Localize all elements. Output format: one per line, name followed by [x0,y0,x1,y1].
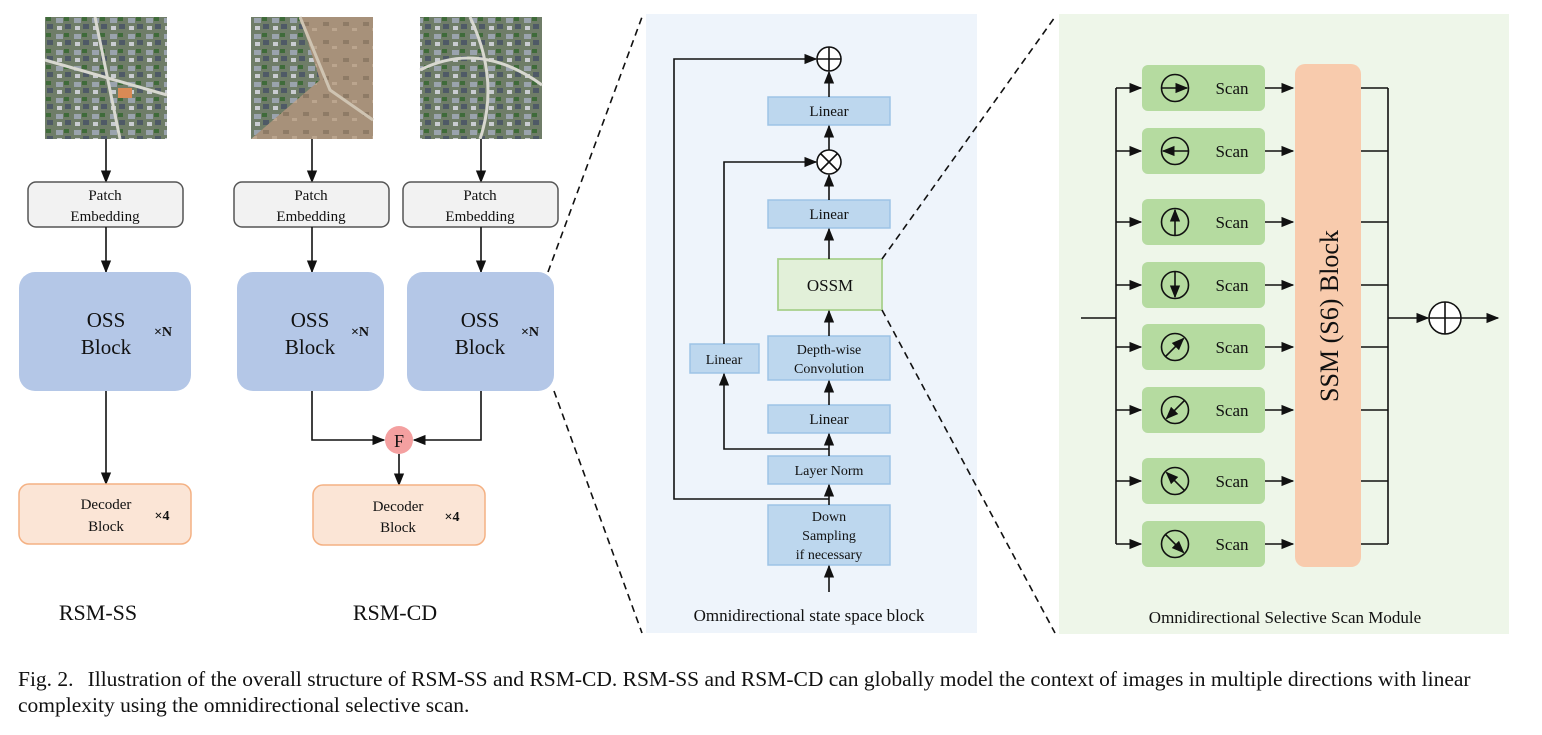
ossm-detail-title: Omnidirectional Selective Scan Module [1149,608,1421,627]
ssm-block [1295,64,1361,567]
scan-right-arrow-icon [1160,73,1190,103]
multiply-operator-icon [816,149,842,175]
figure-caption: Fig. 2.Illustration of the overall struc… [18,666,1528,718]
scan-label: Scan [1215,79,1249,98]
scan-label: Scan [1215,338,1249,357]
scan-box [1142,521,1265,567]
scan-label: Scan [1215,276,1249,295]
oss-block-t2-label-1: OSS [461,308,500,332]
fusion-label: F [394,431,404,451]
oss-block-t1-label-2: Block [285,335,336,359]
patch-embedding-label-2: Embedding [70,209,140,225]
patch-embedding-t2-label-2: Embedding [445,209,515,225]
rsm-ss-label: RSM-SS [59,600,137,625]
linear-side-label: Linear [706,353,743,368]
scan-up-right-arrow-icon [1160,332,1190,362]
oss-detail-title: Omnidirectional state space block [694,606,925,625]
oss-block-t1-label-1: OSS [291,308,330,332]
scan-row-down-right: Scan [1116,521,1388,567]
decoder-block-cd [312,484,486,546]
scan-label: Scan [1215,142,1249,161]
oss-block-t2-label-2: Block [455,335,506,359]
oss-block-detail-panel: Linear Linear OSSM Depth-wise Convolutio… [646,14,977,633]
decoder-block-cd-label-2: Block [380,520,416,536]
scan-box [1142,128,1265,174]
decoder-block-label-1: Decoder [81,497,132,513]
depthwise-label-1: Depth-wise [797,343,862,358]
oss-repeat-label: ×N [154,325,172,340]
decoder-block-label-2: Block [88,519,124,535]
oss-repeat-t2-label: ×N [521,325,539,340]
ossm-label: OSSM [807,276,853,295]
rsm-ss-pipeline: Patch Embedding OSS Block ×N Decoder Blo… [18,16,192,625]
oss-repeat-t1-label: ×N [351,325,369,340]
rsm-cd-pipeline: Patch Embedding Patch Embedding OSS Bloc… [233,16,559,625]
layer-norm-label: Layer Norm [795,464,864,479]
down-sampling-label-2: Sampling [802,529,856,544]
scan-row-up: Scan [1116,199,1388,245]
down-sampling-label-1: Down [812,510,846,525]
linear-mid-label: Linear [809,207,848,223]
linear-low-label: Linear [809,412,848,428]
linear-mid-box [767,199,891,229]
scan-box [1142,458,1265,504]
sum-operator-icon [1428,301,1462,335]
patch-embedding-t1-label-1: Patch [294,188,328,204]
linear-low-box [767,404,891,434]
down-sampling-label-3: if necessary [796,548,862,563]
linear-top-label: Linear [809,104,848,120]
scan-label: Scan [1215,213,1249,232]
scan-down-left-arrow-icon [1160,395,1190,425]
oss-block-t1 [237,272,384,391]
scan-box [1142,65,1265,111]
figure-label: Fig. 2. [18,667,74,691]
aerial-image-cd-t1 [251,16,374,139]
decoder-block-cd-label-1: Decoder [373,499,424,515]
aerial-image-cd-t2 [419,16,543,140]
scan-up-arrow-icon [1160,207,1190,237]
scan-row-down-left: Scan [1116,387,1388,433]
scan-row-up-left: Scan [1116,458,1388,504]
scan-row-right: Scan [1116,65,1388,111]
oss-block [19,272,191,391]
architecture-diagram: Patch Embedding OSS Block ×N Decoder Blo… [18,14,1509,634]
add-operator-icon [816,46,842,72]
scan-down-right-arrow-icon [1160,529,1190,559]
patch-embedding-t1-label-2: Embedding [276,209,346,225]
zoom-line-ossm-bottom [881,309,1056,634]
scan-row-left: Scan [1116,128,1388,174]
scan-label: Scan [1215,535,1249,554]
depthwise-label-2: Convolution [794,362,864,377]
aerial-image-ss [44,16,168,140]
scan-label: Scan [1215,472,1249,491]
scan-box [1142,324,1265,370]
ssm-block-label: SSM (S6) Block [1315,230,1344,402]
scan-box [1142,387,1265,433]
caption-text: Illustration of the overall structure of… [18,667,1471,717]
oss-block-t2 [407,272,554,391]
fusion-node [385,426,413,454]
oss-block-label-1: OSS [87,308,126,332]
scan-up-left-arrow-icon [1160,466,1190,496]
scan-down-arrow-icon [1160,270,1190,300]
zoom-line-top [547,16,643,273]
scan-row-up-right: Scan [1116,324,1388,370]
scan-left-arrow-icon [1160,136,1190,166]
scan-row-down: Scan [1116,262,1388,308]
decoder-block [18,483,192,545]
linear-top-box [767,96,891,126]
patch-embedding-t2-label-1: Patch [463,188,497,204]
ossm-box [777,258,883,311]
decoder-repeat-label: ×4 [155,509,170,524]
zoom-line-ossm-top [881,16,1056,260]
zoom-line-bottom [553,390,643,634]
decoder-repeat-cd-label: ×4 [445,510,460,525]
oss-block-label-2: Block [81,335,132,359]
depthwise-conv-box [767,335,891,381]
rsm-cd-label: RSM-CD [353,600,437,625]
scan-label: Scan [1215,401,1249,420]
patch-embedding-label-1: Patch [88,188,122,204]
